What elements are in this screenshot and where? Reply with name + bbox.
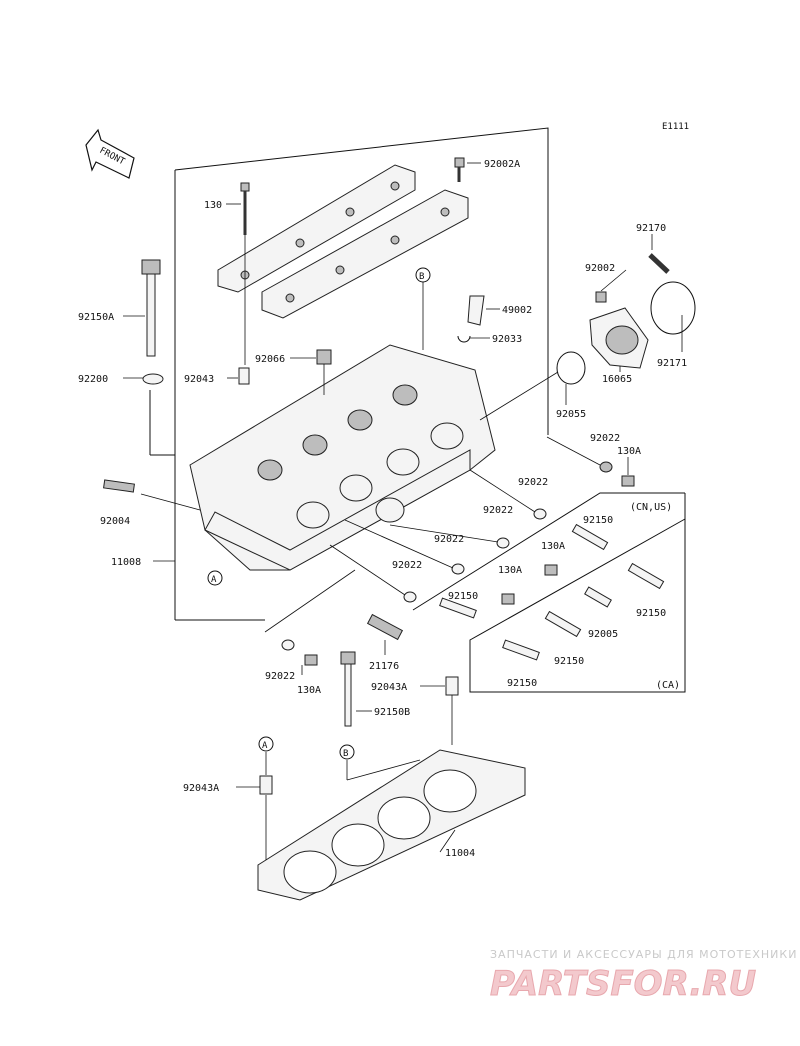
label-130a-3: 130A	[541, 541, 565, 552]
label-92022-3: 92022	[483, 505, 513, 516]
head-gasket	[257, 749, 526, 901]
watermark-logo: PARTSFOR.RU	[490, 964, 756, 1004]
label-92004: 92004	[100, 516, 130, 527]
label-49002: 49002	[502, 305, 532, 316]
label-92150-1: 92150	[583, 515, 613, 526]
label-92171: 92171	[657, 358, 687, 369]
clamp-92171-icon	[650, 281, 696, 335]
front-arrow-icon: FRONT	[85, 128, 135, 179]
stud-92150b-icon	[340, 651, 356, 727]
label-92022-4: 92022	[434, 534, 464, 545]
svg-text:B: B	[343, 749, 348, 759]
label-130a-2: 130A	[297, 685, 321, 696]
label-92150-5: 92150	[507, 678, 537, 689]
label-92005: 92005	[588, 629, 618, 640]
label-130a-4: 130A	[498, 565, 522, 576]
label-region-ca: (CA)	[656, 680, 680, 691]
label-92150b: 92150B	[374, 707, 410, 718]
stud-92150a-icon	[141, 259, 161, 357]
label-130: 130	[204, 200, 222, 211]
label-92066: 92066	[255, 354, 285, 365]
label-16065: 16065	[602, 374, 632, 385]
label-92055: 92055	[556, 409, 586, 420]
label-92150a: 92150A	[78, 312, 114, 323]
label-11008: 11008	[111, 557, 141, 568]
watermark-tagline: ЗАПЧАСТИ И АКСЕССУАРЫ ДЛЯ МОТОТЕХНИКИ	[490, 948, 797, 961]
bolt-92002a-icon	[454, 157, 465, 182]
bolt-130a-icon	[304, 475, 635, 666]
svg-text:A: A	[262, 741, 268, 751]
label-92150-4: 92150	[554, 656, 584, 667]
ref-b-upper: B	[415, 267, 431, 283]
leader-lines	[123, 162, 683, 860]
label-92200: 92200	[78, 374, 108, 385]
label-92022-2: 92022	[518, 477, 548, 488]
label-92043a-1: 92043A	[371, 682, 407, 693]
label-92043a-2: 92043A	[183, 783, 219, 794]
guide-49002-icon	[467, 295, 485, 326]
cam-holder-lower	[261, 189, 469, 319]
clip-92033-icon	[457, 335, 471, 343]
housing-16065-icon	[589, 307, 649, 369]
stud-92005-icon	[584, 586, 612, 608]
diagram-code: E1111	[662, 122, 689, 132]
label-92002: 92002	[585, 263, 615, 274]
seal-92066-icon	[316, 349, 332, 365]
bolt-92002-icon	[595, 291, 607, 303]
label-92150-2: 92150	[448, 591, 478, 602]
head-frame	[149, 127, 549, 621]
svg-text:B: B	[419, 272, 424, 282]
region-box-cn-us	[412, 492, 686, 611]
stud-92150-icon	[439, 523, 665, 661]
label-92002a: 92002A	[484, 159, 520, 170]
label-92150-3: 92150	[636, 608, 666, 619]
pipe-92170-icon	[648, 253, 670, 274]
label-92170: 92170	[636, 223, 666, 234]
bolt-130-icon	[240, 182, 250, 235]
washer-92200-icon	[142, 373, 164, 385]
dowel-92043-icon	[238, 367, 250, 385]
label-region-cn-us: (CN,US)	[630, 502, 672, 513]
label-11004: 11004	[445, 848, 475, 859]
svg-text:A: A	[211, 575, 217, 585]
label-92043: 92043	[184, 374, 214, 385]
ref-a-lower: A	[258, 736, 274, 752]
oring-92055-icon	[556, 351, 586, 385]
washer-92022-icon	[281, 461, 613, 651]
ref-a-head: A	[207, 570, 223, 586]
region-box-ca	[469, 518, 686, 693]
label-92033: 92033	[492, 334, 522, 345]
label-92022-5: 92022	[392, 560, 422, 571]
ref-b-lower: B	[339, 744, 355, 760]
stud-92004-icon	[103, 479, 135, 493]
label-21176: 21176	[369, 661, 399, 672]
dowel-92043a-icon	[259, 676, 459, 795]
label-92022-1: 92022	[590, 433, 620, 444]
sensor-21176-icon	[366, 613, 404, 641]
label-92022-6: 92022	[265, 671, 295, 682]
label-130a-1: 130A	[617, 446, 641, 457]
